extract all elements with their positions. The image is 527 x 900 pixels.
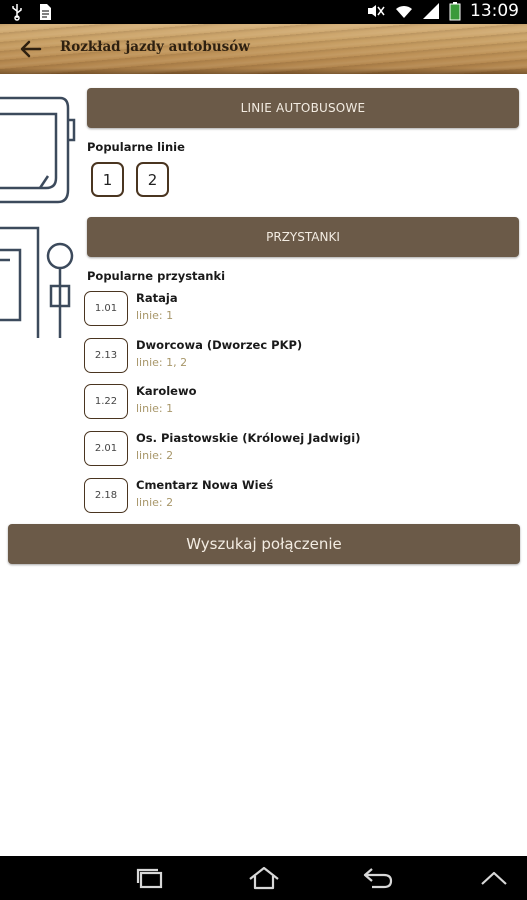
bus-stop-illustration-icon (0, 96, 76, 338)
stop-code-badge: 2.13 (84, 338, 128, 373)
stop-lines: linie: 1 (136, 309, 174, 322)
stop-lines: linie: 2 (136, 449, 174, 462)
stop-code-badge: 1.01 (84, 291, 128, 326)
page-title: Rozkład jazdy autobusów (60, 39, 250, 55)
bus-lines-button[interactable]: LINIE AUTOBUSOWE (87, 88, 519, 128)
usb-icon (12, 4, 22, 21)
stop-name: Os. Piastowskie (Królowej Jadwigi) (136, 431, 361, 445)
popular-line-chip[interactable]: 1 (91, 162, 124, 197)
popular-stops-label: Popularne przystanki (87, 269, 226, 283)
popular-lines-label: Popularne linie (87, 140, 185, 154)
stop-name: Rataja (136, 291, 178, 305)
stop-code-badge: 2.18 (84, 478, 128, 513)
stop-lines: linie: 2 (136, 496, 174, 509)
bus-stops-button[interactable]: PRZYSTANKI (87, 217, 519, 257)
wood-texture (0, 24, 527, 74)
system-nav-bar (0, 856, 527, 900)
status-clock: 13:09 (470, 1, 519, 21)
status-bar: 13:09 (0, 0, 527, 24)
stop-name: Karolewo (136, 384, 197, 398)
mute-icon (368, 5, 385, 17)
stop-list-item[interactable]: 2.13 Dworcowa (Dworzec PKP) linie: 1, 2 (84, 338, 514, 378)
stop-name: Cmentarz Nowa Wieś (136, 478, 274, 492)
signal-icon (423, 3, 439, 19)
stop-list-item[interactable]: 1.22 Karolewo linie: 1 (84, 384, 514, 424)
toolbar-shadow (0, 68, 527, 74)
back-icon[interactable] (360, 864, 396, 892)
chevron-up-icon[interactable] (476, 864, 512, 892)
popular-line-chip[interactable]: 2 (136, 162, 169, 197)
arrow-left-icon[interactable] (18, 37, 44, 61)
file-icon (40, 4, 51, 20)
home-icon[interactable] (246, 864, 282, 892)
search-connection-button[interactable]: Wyszukaj połączenie (8, 524, 520, 564)
stop-list-item[interactable]: 1.01 Rataja linie: 1 (84, 291, 514, 331)
stop-code-badge: 1.22 (84, 384, 128, 419)
stop-lines: linie: 1, 2 (136, 356, 188, 369)
stop-list-item[interactable]: 2.18 Cmentarz Nowa Wieś linie: 2 (84, 478, 514, 518)
battery-icon (449, 2, 461, 21)
stop-code-badge: 2.01 (84, 431, 128, 466)
stop-list-item[interactable]: 2.01 Os. Piastowskie (Królowej Jadwigi) … (84, 431, 514, 471)
app-toolbar: Rozkład jazdy autobusów (0, 24, 527, 74)
wifi-icon (396, 5, 412, 18)
stop-name: Dworcowa (Dworzec PKP) (136, 338, 303, 352)
recent-apps-icon[interactable] (132, 864, 168, 892)
stop-lines: linie: 1 (136, 402, 174, 415)
